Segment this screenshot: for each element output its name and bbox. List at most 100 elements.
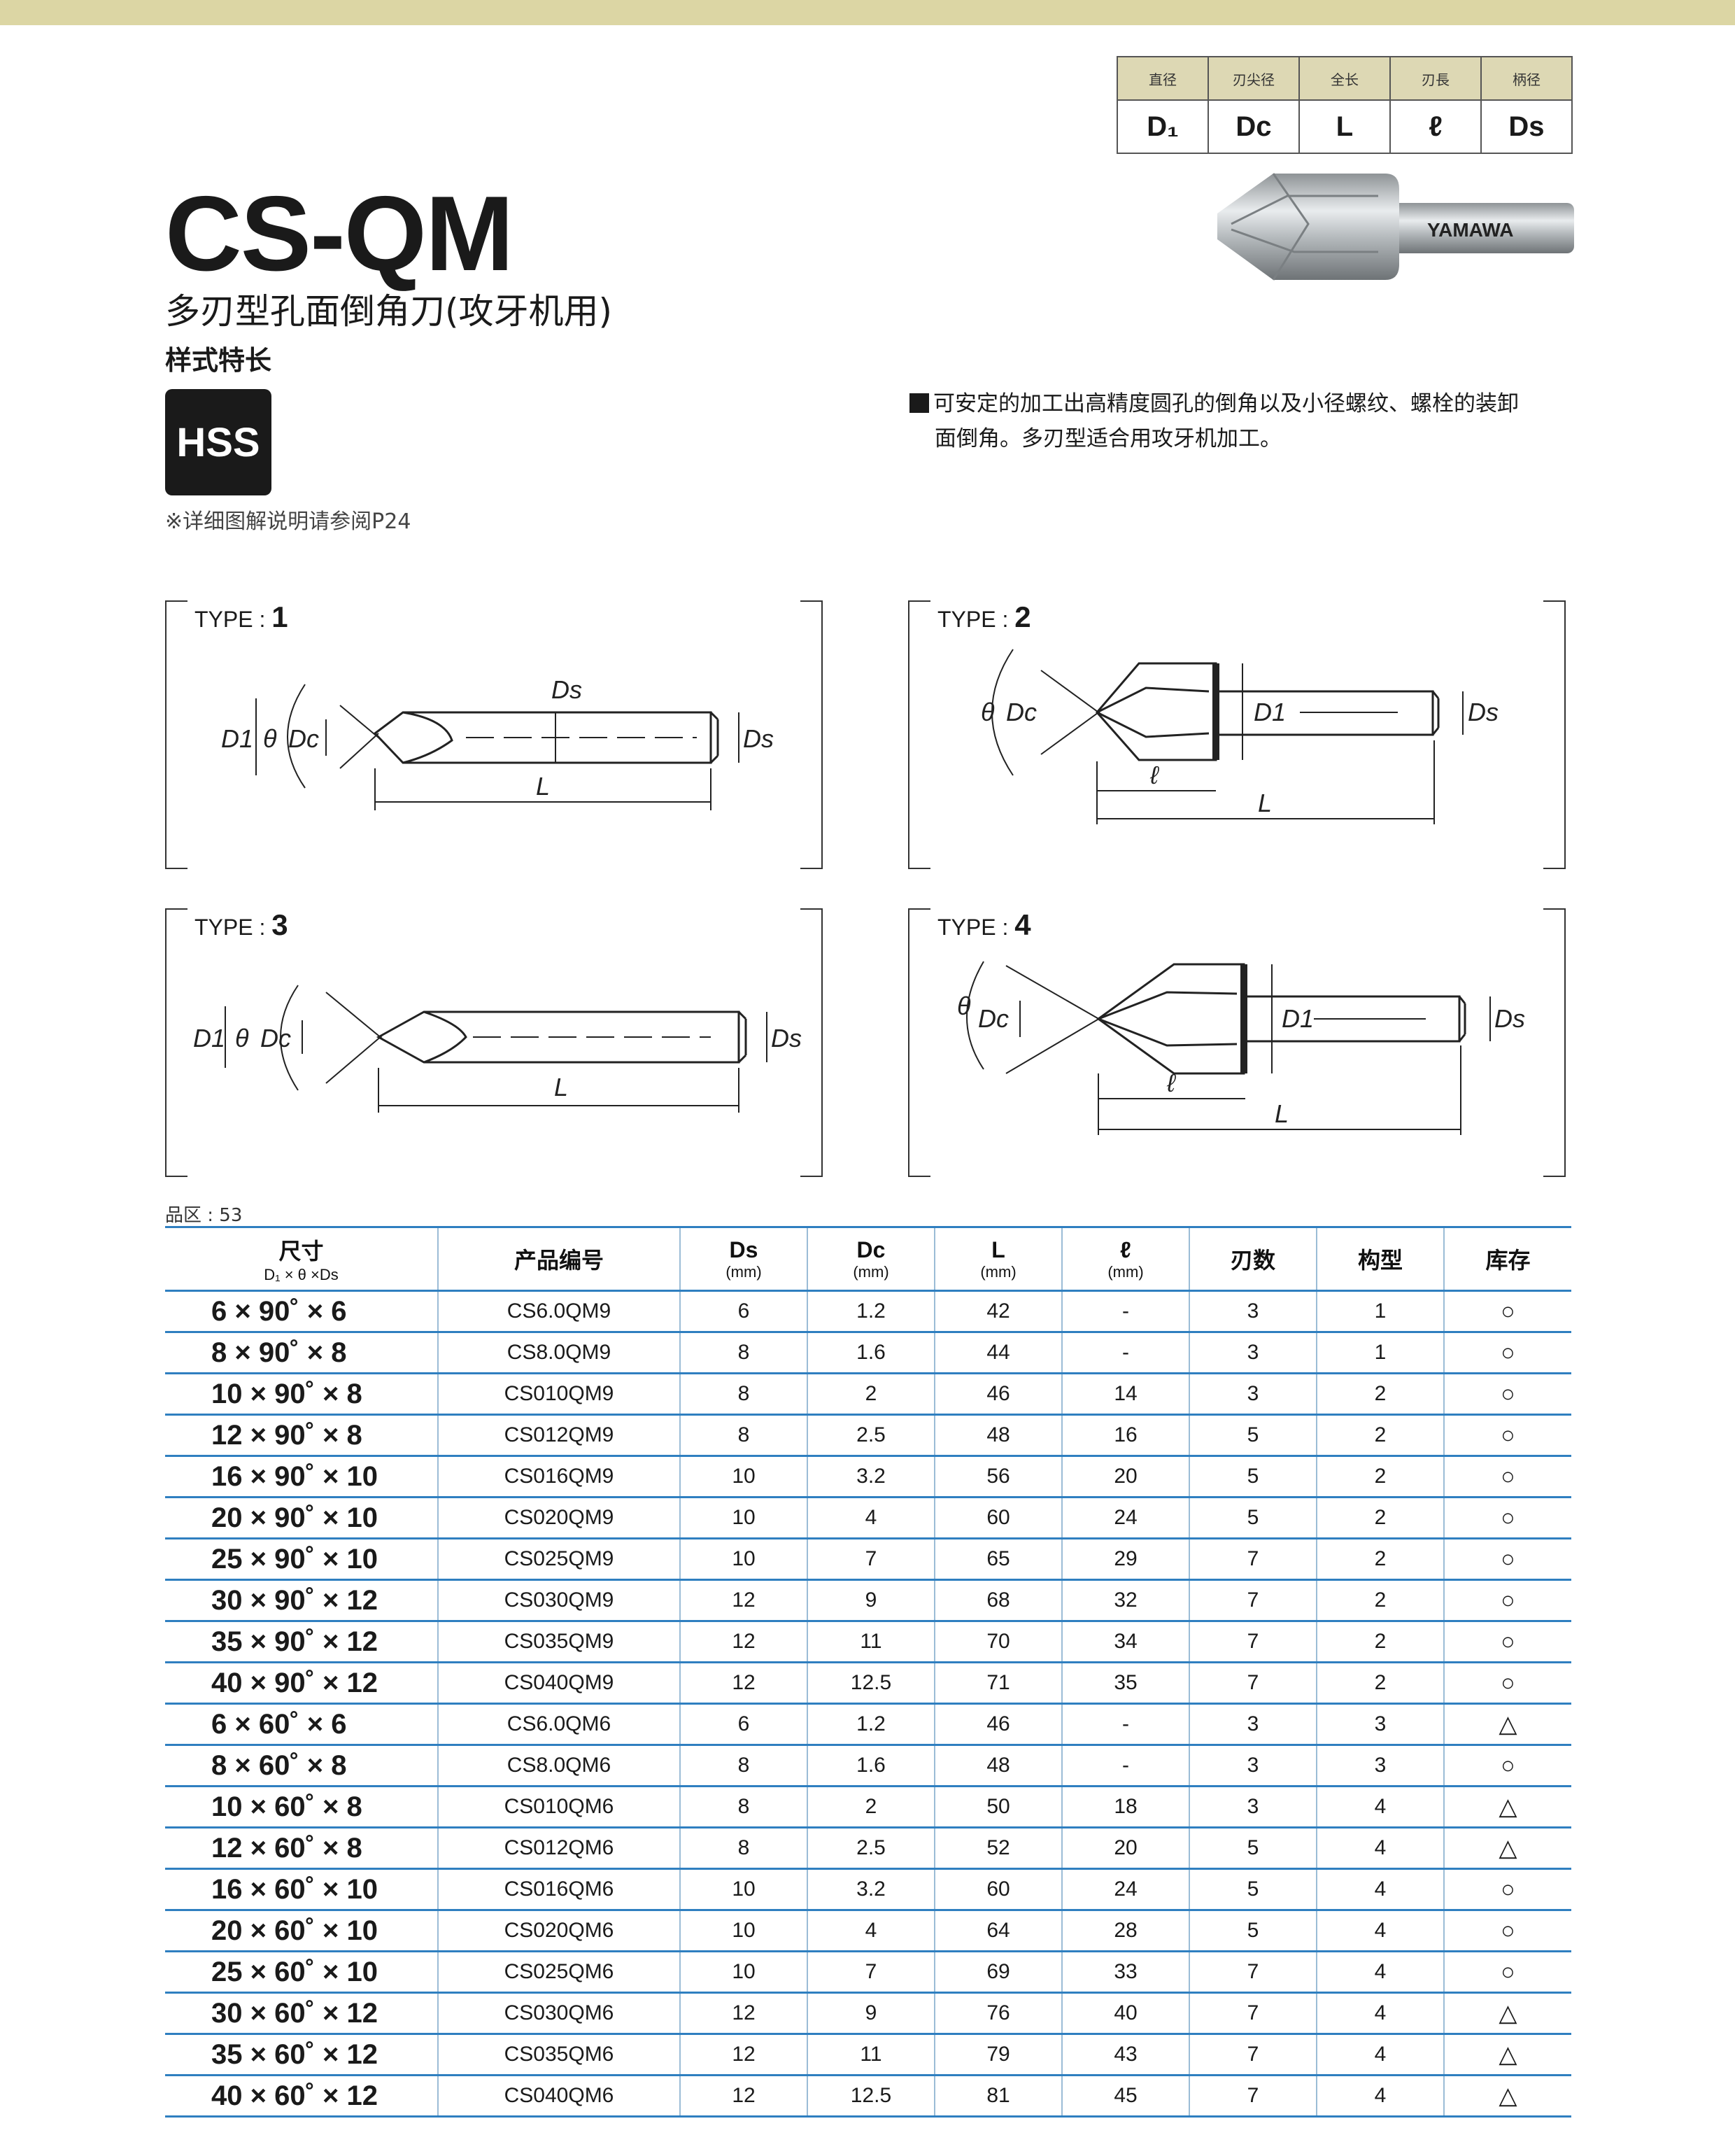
cell-dc: 3.2	[807, 1868, 935, 1911]
page-title: CS-QM	[165, 174, 514, 293]
bracket-left	[908, 600, 930, 869]
cell-size: 8 × 60˚ × 8	[165, 1745, 438, 1787]
cell-size: 6 × 60˚ × 6	[165, 1703, 438, 1746]
cell-dc: 1.2	[807, 1290, 935, 1333]
cell-l: 44	[934, 1332, 1062, 1374]
cell-flutes: 7	[1189, 1992, 1317, 2035]
cell-stock: ○	[1443, 1414, 1571, 1457]
cell-size: 16 × 60˚ × 10	[165, 1868, 438, 1911]
cell-ds: 10	[679, 1456, 807, 1498]
cell-ds: 12	[679, 1662, 807, 1705]
cell-size: 8 × 90˚ × 8	[165, 1332, 438, 1374]
cell-size: 35 × 60˚ × 12	[165, 2034, 438, 2076]
cell-ds: 10	[679, 1497, 807, 1540]
cell-dc: 2	[807, 1373, 935, 1416]
cell-product-code: CS025QM6	[437, 1951, 680, 1994]
cell-ds: 10	[679, 1910, 807, 1952]
cell-flutes: 3	[1189, 1332, 1317, 1374]
cell-ell: 28	[1061, 1910, 1189, 1952]
region-label: 品区 : 53	[165, 1205, 243, 1226]
label-ds: Ds	[743, 724, 774, 753]
cell-ds: 10	[679, 1951, 807, 1994]
col-header-type: 构型	[1316, 1226, 1444, 1292]
diagram-type-2: TYPE : 2 θ Dc D1 Ds ℓ L	[908, 600, 1566, 869]
cell-flutes: 3	[1189, 1373, 1317, 1416]
cell-flutes: 5	[1189, 1456, 1317, 1498]
col-header-code: 产品编号	[437, 1226, 680, 1292]
cell-dc: 11	[807, 1621, 935, 1663]
cell-stock: ○	[1443, 1951, 1571, 1994]
head-shape	[1217, 174, 1399, 280]
cell-product-code: CS6.0QM6	[437, 1703, 680, 1746]
label-d1: D1	[193, 1024, 225, 1052]
cell-product-code: CS8.0QM6	[437, 1745, 680, 1787]
cell-flutes: 3	[1189, 1290, 1317, 1333]
cell-product-code: CS025QM9	[437, 1538, 680, 1581]
bracket-left	[165, 600, 187, 869]
cell-ds: 12	[679, 2034, 807, 2076]
cell-dc: 2.5	[807, 1827, 935, 1870]
cell-size: 25 × 90˚ × 10	[165, 1538, 438, 1581]
cell-stock: ○	[1443, 1290, 1571, 1333]
cell-ds: 6	[679, 1290, 807, 1333]
cell-type: 2	[1316, 1579, 1444, 1622]
cell-flutes: 7	[1189, 2034, 1317, 2076]
bracket-left	[165, 908, 187, 1177]
cell-type: 2	[1316, 1538, 1444, 1581]
cell-product-code: CS010QM6	[437, 1786, 680, 1829]
cell-flutes: 7	[1189, 1579, 1317, 1622]
cell-ell: 24	[1061, 1497, 1189, 1540]
cell-product-code: CS6.0QM9	[437, 1290, 680, 1333]
label-d1: D1	[221, 724, 253, 753]
cell-size: 25 × 60˚ × 10	[165, 1951, 438, 1994]
legend-symbol: D₁	[1117, 99, 1209, 154]
bracket-right	[800, 908, 823, 1177]
cell-l: 48	[934, 1414, 1062, 1457]
label-ds: Ds	[771, 1024, 802, 1052]
cell-dc: 12.5	[807, 1662, 935, 1705]
cell-stock: ○	[1443, 1662, 1571, 1705]
legend-symbol: L	[1298, 99, 1391, 154]
cell-ell: -	[1061, 1703, 1189, 1746]
col-header-dc: Dc(mm)	[807, 1226, 935, 1292]
tool-drawing: θ Dc D1 Ds ℓ L	[981, 649, 1499, 824]
cell-dc: 2	[807, 1786, 935, 1829]
cell-stock: △	[1443, 1827, 1571, 1870]
cell-product-code: CS035QM9	[437, 1621, 680, 1663]
cell-flutes: 7	[1189, 1662, 1317, 1705]
cell-type: 4	[1316, 2075, 1444, 2118]
cell-type: 4	[1316, 1951, 1444, 1994]
cell-size: 30 × 60˚ × 12	[165, 1992, 438, 2035]
cell-l: 64	[934, 1910, 1062, 1952]
cell-stock: △	[1443, 1703, 1571, 1746]
cell-dc: 11	[807, 2034, 935, 2076]
cell-size: 12 × 60˚ × 8	[165, 1827, 438, 1870]
cell-dc: 2.5	[807, 1414, 935, 1457]
label-theta: θ	[263, 724, 277, 753]
cell-flutes: 3	[1189, 1786, 1317, 1829]
label-dc: Dc	[288, 724, 319, 753]
cell-stock: ○	[1443, 1579, 1571, 1622]
style-label: 样式特长	[165, 345, 272, 376]
cell-stock: ○	[1443, 1332, 1571, 1374]
cell-ds: 8	[679, 1786, 807, 1829]
bracket-right	[1543, 600, 1566, 869]
cell-ell: 14	[1061, 1373, 1189, 1416]
legend-header: 全长	[1298, 56, 1391, 101]
cell-l: 79	[934, 2034, 1062, 2076]
cell-ell: 40	[1061, 1992, 1189, 2035]
col-header-stock: 库存	[1443, 1226, 1571, 1292]
cell-ds: 8	[679, 1414, 807, 1457]
cell-ell: 34	[1061, 1621, 1189, 1663]
cell-ell: 33	[1061, 1951, 1189, 1994]
cell-ell: 20	[1061, 1456, 1189, 1498]
